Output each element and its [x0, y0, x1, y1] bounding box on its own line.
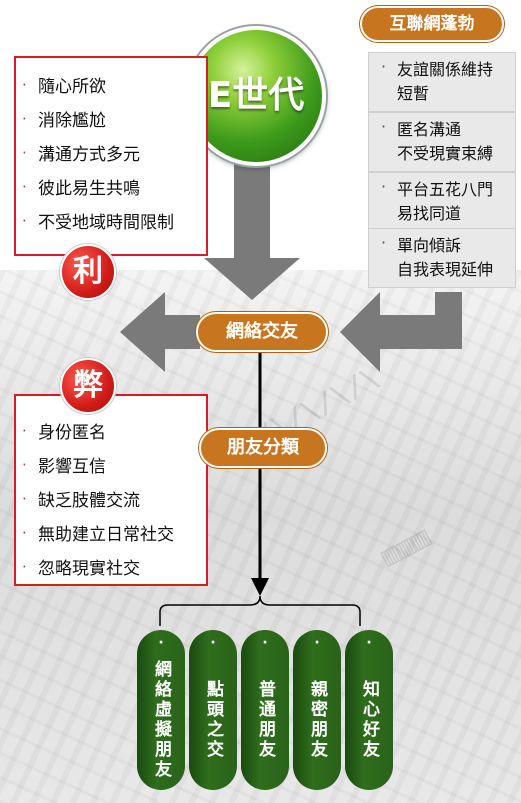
pros-item: 消除尷尬: [16, 102, 206, 138]
cons-item: 身份匿名: [16, 414, 206, 450]
cons-label-text: 弊: [73, 368, 103, 403]
bullet-dot: ·: [314, 635, 320, 651]
internet-trend-item-text: 不受現實束縛: [397, 144, 494, 163]
internet-trend-item-text: 友誼關係維持: [397, 60, 494, 79]
arrow-elbow-right: [340, 292, 462, 372]
internet-trend-item-text: 單向傾訴: [397, 236, 462, 255]
arrow-down-center: [204, 162, 300, 300]
pros-label: 利: [60, 244, 116, 300]
pros-box: 隨心所欲 消除尷尬 溝通方式多元 彼此易生共鳴 不受地域時間限制: [14, 56, 208, 256]
internet-trend-title-text: 互聯網蓬勃: [389, 14, 475, 34]
arrow-left: [120, 292, 200, 372]
friend-type-bar: · 普通朋友: [241, 630, 289, 790]
friend-classification-pill: 朋友分類: [199, 428, 327, 468]
online-friends-label: 網絡交友: [226, 321, 298, 342]
cons-list: 身份匿名 影響互信 缺乏肢體交流 無助建立日常社交 忽略現實社交: [16, 414, 206, 586]
bullet-dot: ·: [210, 635, 216, 651]
pros-label-text: 利: [73, 254, 103, 289]
internet-trend-item-text: 短暫: [397, 84, 430, 103]
friend-type-label: 知心好友: [359, 680, 379, 760]
pros-item: 彼此易生共鳴: [16, 170, 206, 206]
internet-trend-item-text: 平台五花八門: [397, 180, 494, 199]
internet-trend-item: 匿名溝通 不受現實束縛: [368, 112, 516, 172]
center-title: E世代: [207, 75, 305, 116]
friend-type-bar: · 點頭之交: [189, 630, 237, 790]
pros-item: 不受地域時間限制: [16, 204, 206, 240]
internet-trend-item-text: 自我表現延伸: [397, 260, 494, 279]
bracket: [159, 595, 361, 626]
internet-trend-item: 平台五花八門 易找同道: [368, 172, 516, 232]
bullet-dot: ·: [366, 635, 372, 651]
internet-trend-item-text: 匿名溝通: [397, 120, 462, 139]
cons-box: 身份匿名 影響互信 缺乏肢體交流 無助建立日常社交 忽略現實社交: [14, 394, 208, 586]
internet-trend-title: 互聯網蓬勃: [360, 6, 504, 42]
friend-type-label: 親密朋友: [307, 680, 327, 760]
arrow-down-black: [251, 578, 269, 596]
friend-type-bar: · 網絡虛擬朋友: [137, 630, 185, 790]
friend-type-bar: · 知心好友: [345, 630, 393, 790]
cons-item: 影響互信: [16, 448, 206, 484]
cons-item: 缺乏肢體交流: [16, 482, 206, 518]
bullet-dot: ·: [262, 635, 268, 651]
internet-trend-item: 友誼關係維持 短暫: [368, 52, 516, 112]
pros-list: 隨心所欲 消除尷尬 溝通方式多元 彼此易生共鳴 不受地域時間限制: [16, 68, 206, 240]
pros-item: 隨心所欲: [16, 68, 206, 104]
friend-type-label: 普通朋友: [255, 680, 275, 760]
friend-type-bar: · 親密朋友: [293, 630, 341, 790]
pros-item: 溝通方式多元: [16, 136, 206, 172]
internet-trend-item-text: 易找同道: [397, 204, 462, 223]
internet-trend-item: 單向傾訴 自我表現延伸: [368, 228, 516, 288]
friend-type-label: 網絡虛擬朋友: [151, 660, 171, 780]
cons-label: 弊: [60, 358, 116, 414]
friend-type-label: 點頭之交: [203, 680, 223, 760]
online-friends-pill: 網絡交友: [196, 312, 328, 352]
cons-item: 忽略現實社交: [16, 550, 206, 586]
cons-item: 無助建立日常社交: [16, 516, 206, 552]
bullet-dot: ·: [158, 635, 164, 651]
friend-classification-label: 朋友分類: [227, 437, 299, 458]
